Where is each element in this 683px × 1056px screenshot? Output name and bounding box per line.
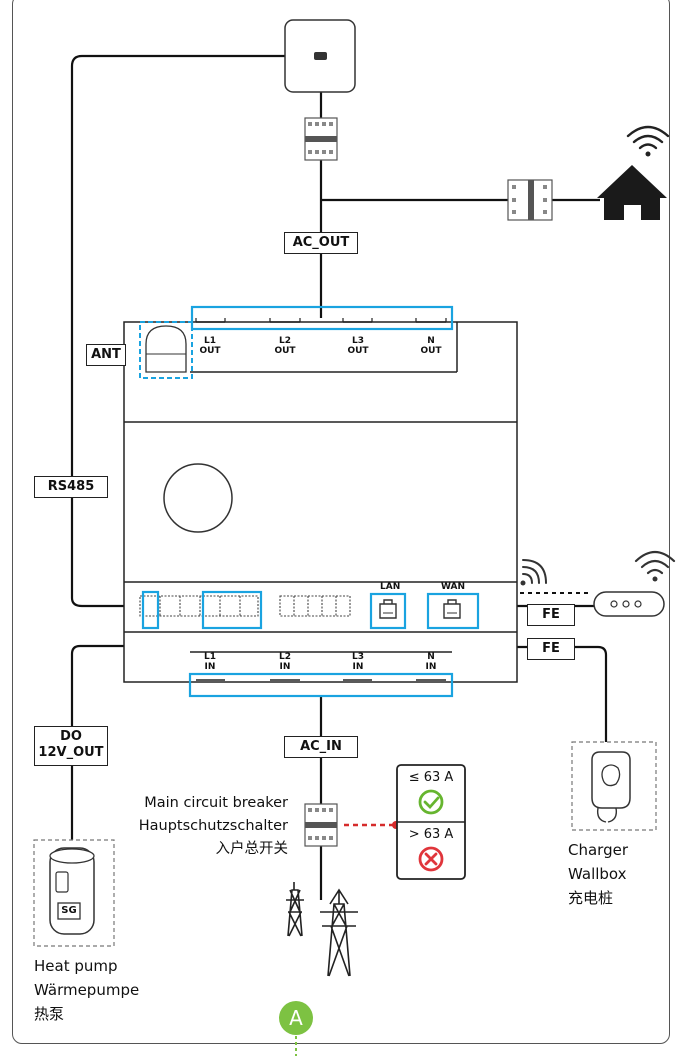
rating-ok-text: ≤ 63 A xyxy=(408,770,454,785)
wire-rs485 xyxy=(70,54,285,608)
house-icon xyxy=(597,125,670,220)
do-highlight xyxy=(201,590,263,630)
breaker-caption-en: Main circuit breaker xyxy=(144,795,288,811)
signal-terminal-blocks xyxy=(139,595,351,617)
ant-tag: ANT xyxy=(86,344,126,366)
heat-pump-icon xyxy=(33,839,115,947)
diagram-frame xyxy=(12,0,670,1044)
heat-pump-caption-en: Heat pump xyxy=(34,957,118,975)
fe-charger-tag: FE xyxy=(527,638,575,660)
antenna-icon xyxy=(139,321,193,379)
in-terminal-bar xyxy=(188,672,454,698)
do-tag-line1: DO xyxy=(60,729,82,744)
house-breaker-icon xyxy=(507,179,553,221)
breaker-caption-zh: 入户总开关 xyxy=(215,841,289,857)
do-tag: DO 12V_OUT xyxy=(34,726,108,766)
fe-router-tag: FE xyxy=(527,604,575,626)
wan-port-icon xyxy=(426,592,480,630)
wireless-signal-icon xyxy=(520,559,547,586)
rating-box xyxy=(396,764,466,880)
check-icon xyxy=(418,789,444,815)
ac-in-tag: AC_IN xyxy=(284,736,358,758)
cross-icon xyxy=(418,846,444,872)
heat-pump-caption-de: Wärmepumpe xyxy=(34,981,140,999)
marker-a-label: A xyxy=(289,1006,303,1030)
charger-caption: Charger Wallbox 充电桩 xyxy=(568,838,628,910)
breaker-caption: Main circuit breaker Hauptschutzschalter… xyxy=(96,792,288,861)
ac-out-tag: AC_OUT xyxy=(284,232,358,254)
do-tag-line2: 12V_OUT xyxy=(38,744,104,760)
charger-icon xyxy=(571,741,657,831)
rs485-highlight xyxy=(141,590,160,630)
sg-label: SG xyxy=(61,905,77,916)
wire-do xyxy=(70,628,224,840)
device-body xyxy=(123,321,518,683)
out-terminal-bar xyxy=(190,305,454,331)
charger-caption-zh: 充电桩 xyxy=(568,889,614,907)
heat-pump-caption-zh: 热泵 xyxy=(34,1005,65,1023)
lan-label: LAN xyxy=(380,582,401,592)
top-breaker-icon xyxy=(304,117,338,161)
charger-caption-de: Wallbox xyxy=(568,865,627,883)
router-icon xyxy=(593,550,676,617)
wan-label: WAN xyxy=(441,582,466,592)
inverter-icon xyxy=(284,19,356,93)
charger-caption-en: Charger xyxy=(568,841,628,859)
marker-a-icon xyxy=(279,1001,313,1035)
device-knob xyxy=(163,463,233,533)
main-breaker-icon xyxy=(304,803,338,847)
power-pylon-icon xyxy=(286,882,358,977)
rating-bad-text: > 63 A xyxy=(408,827,454,842)
rs485-tag: RS485 xyxy=(34,476,108,498)
lan-port-icon xyxy=(369,592,407,630)
heat-pump-caption: Heat pump Wärmepumpe 热泵 xyxy=(34,954,139,1026)
breaker-caption-de: Hauptschutzschalter xyxy=(138,818,288,834)
